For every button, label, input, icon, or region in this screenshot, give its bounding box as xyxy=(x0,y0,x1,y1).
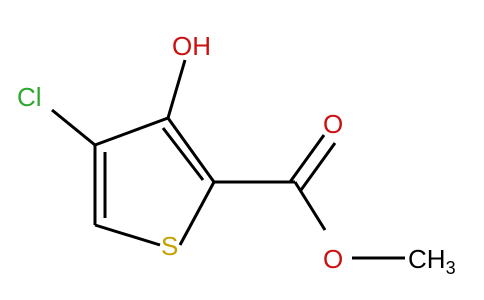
bond-c5-s xyxy=(94,223,161,247)
carbonyl-oxygen-label: O xyxy=(323,109,343,139)
methyl-text: CH xyxy=(408,244,446,274)
methyl-label: CH3 xyxy=(408,244,456,278)
bond-c3-c4 xyxy=(94,116,169,147)
bond-c3-oh xyxy=(166,59,187,119)
methyl-subscript: 3 xyxy=(446,258,456,278)
bond-c4-cl xyxy=(51,108,96,147)
bond-carbonyl-double-a xyxy=(288,134,326,183)
bond-c2-c3 xyxy=(166,117,216,183)
chlorine-label: Cl xyxy=(17,82,42,112)
ester-oxygen-label: O xyxy=(323,244,343,274)
bond-ccarbonyl-oester xyxy=(293,181,327,231)
bond-c2-c3-inner xyxy=(161,127,205,181)
bond-carbonyl-double-b xyxy=(299,142,337,191)
hydroxyl-label: OH xyxy=(172,31,211,61)
bond-s-c2 xyxy=(178,181,216,246)
sulfur-label: S xyxy=(161,231,178,261)
